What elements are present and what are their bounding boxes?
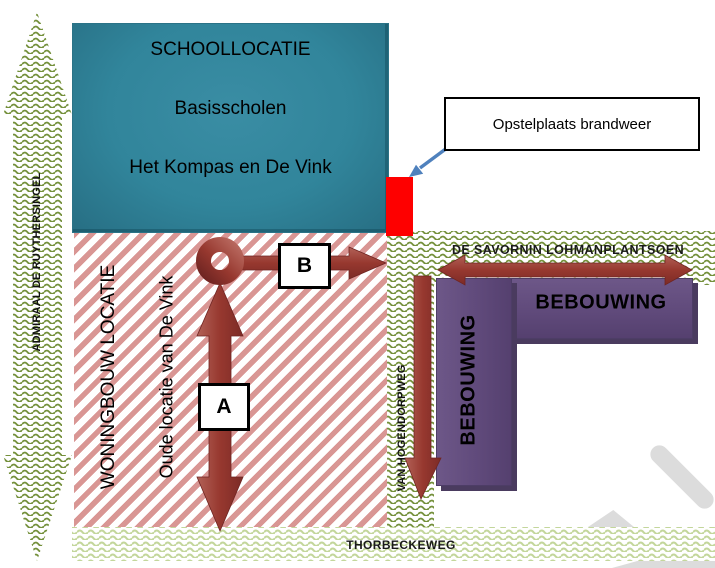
road-admiraal-arrow: [3, 12, 72, 561]
fire-callout-label: Opstelplaats brandweer: [492, 115, 652, 133]
school-line3: Het Kompas en De Vink: [129, 157, 332, 178]
fire-callout-box: Opstelplaats brandweer: [444, 97, 700, 151]
school-title: SCHOOLLOCATIE: [150, 39, 311, 60]
marker-a-label: A: [216, 395, 232, 418]
marker-b-box: B: [278, 243, 331, 289]
ring-marker: [196, 237, 244, 285]
building-label-top: BEBOUWING: [535, 291, 667, 314]
road-label-thorbeckeweg: THORBECKEWEG: [346, 538, 456, 552]
road-label-de-savornin: DE SAVORNIN LOHMANPLANTSOEN: [451, 243, 685, 257]
fire-staging-square: [386, 177, 413, 236]
callout-arrow: [418, 146, 449, 170]
down-arrow-van-hogendorpweg: [404, 275, 442, 500]
watermark-bottom-sliver: [612, 560, 715, 568]
marker-b-label: B: [296, 254, 313, 277]
building-bar-vertical: [436, 278, 512, 486]
double-arrow-de-savornin: [437, 254, 693, 286]
callout-arrowhead: [409, 164, 424, 177]
school-block: SCHOOLLOCATIE Basisscholen Het Kompas en…: [72, 23, 389, 233]
road-thorbeckeweg-strip: [72, 527, 715, 561]
marker-a-box: A: [198, 383, 250, 431]
school-line2: Basisscholen: [174, 98, 287, 119]
